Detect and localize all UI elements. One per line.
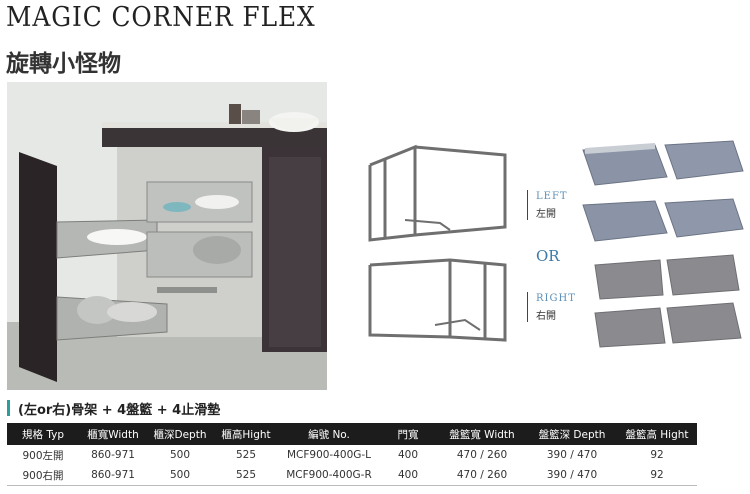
kitchen-photo (7, 82, 327, 390)
col-header-width: 櫃寬Width (79, 423, 147, 445)
left-label-bar (527, 190, 528, 220)
cell-height: 525 (235, 449, 257, 461)
col-header-depth: 櫃深Depth (147, 423, 213, 445)
cell-basket-height: 92 (650, 449, 664, 461)
col-header-basket-depth: 盤籃深 Depth (527, 423, 617, 445)
left-label-en: LEFT (536, 191, 568, 202)
frame-and-basket-illustrations (368, 140, 744, 348)
cell-door-width: 400 (379, 465, 437, 486)
product-diagrams: LEFT 左開 OR RIGHT 右開 (355, 115, 745, 355)
right-label-bar (527, 292, 528, 322)
col-header-type: 規格 Typ (7, 423, 79, 445)
basket-trays-icon (582, 140, 744, 242)
page-subtitle: 旋轉小怪物 (6, 51, 121, 77)
right-label-en: RIGHT (536, 293, 576, 304)
cell-number: MCF900-400G-R (279, 465, 379, 486)
non-slip-mats-icon (594, 254, 742, 348)
right-frame-icon (368, 258, 507, 342)
cell-basket-width: 470 / 260 (437, 465, 527, 486)
page-title: MAGIC CORNER FLEX (6, 2, 316, 33)
cell-depth: 500 (147, 465, 213, 486)
col-header-height: 櫃高Hight (213, 423, 279, 445)
right-label-zh: 右開 (536, 311, 556, 322)
cell-basket-width: 470 / 260 (456, 449, 508, 461)
package-caption: (左or右)骨架 + 4盤籃 + 4止滑墊 (7, 398, 220, 418)
cell-basket-depth: 390 / 470 (527, 465, 617, 486)
cell-type: 900左開 (22, 449, 64, 462)
left-label-zh: 左開 (536, 209, 556, 220)
table-row: 900左開 860-971 500 525 MCF900-400G-L 400 … (7, 445, 697, 465)
table-header-row: 規格 Typ 櫃寬Width 櫃深Depth 櫃高Hight 編號 No. 門寬… (7, 423, 697, 445)
caption-accent-bar (7, 400, 10, 416)
kitchen-illustration (7, 82, 327, 390)
cell-type: 900右開 (7, 465, 79, 486)
cell-width: 860-971 (91, 449, 135, 461)
cell-height: 525 (213, 465, 279, 486)
col-header-number: 編號 No. (279, 423, 379, 445)
cell-depth: 500 (169, 449, 191, 461)
cell-width: 860-971 (79, 465, 147, 486)
cell-basket-height: 92 (617, 465, 697, 486)
cell-basket-depth: 390 / 470 (546, 449, 598, 461)
spec-table: 規格 Typ 櫃寬Width 櫃深Depth 櫃高Hight 編號 No. 門寬… (7, 423, 697, 486)
col-header-basket-height: 盤籃高 Hight (617, 423, 697, 445)
col-header-door-width: 門寬 (379, 423, 437, 445)
cell-door-width: 400 (397, 449, 419, 461)
cell-number: MCF900-400G-L (286, 449, 372, 461)
table-row: 900右開 860-971 500 525 MCF900-400G-R 400 … (7, 465, 697, 486)
caption-text: (左or右)骨架 + 4盤籃 + 4止滑墊 (18, 402, 221, 418)
col-header-basket-width: 盤籃寬 Width (437, 423, 527, 445)
left-frame-icon (368, 144, 507, 242)
or-label: OR (536, 247, 560, 265)
